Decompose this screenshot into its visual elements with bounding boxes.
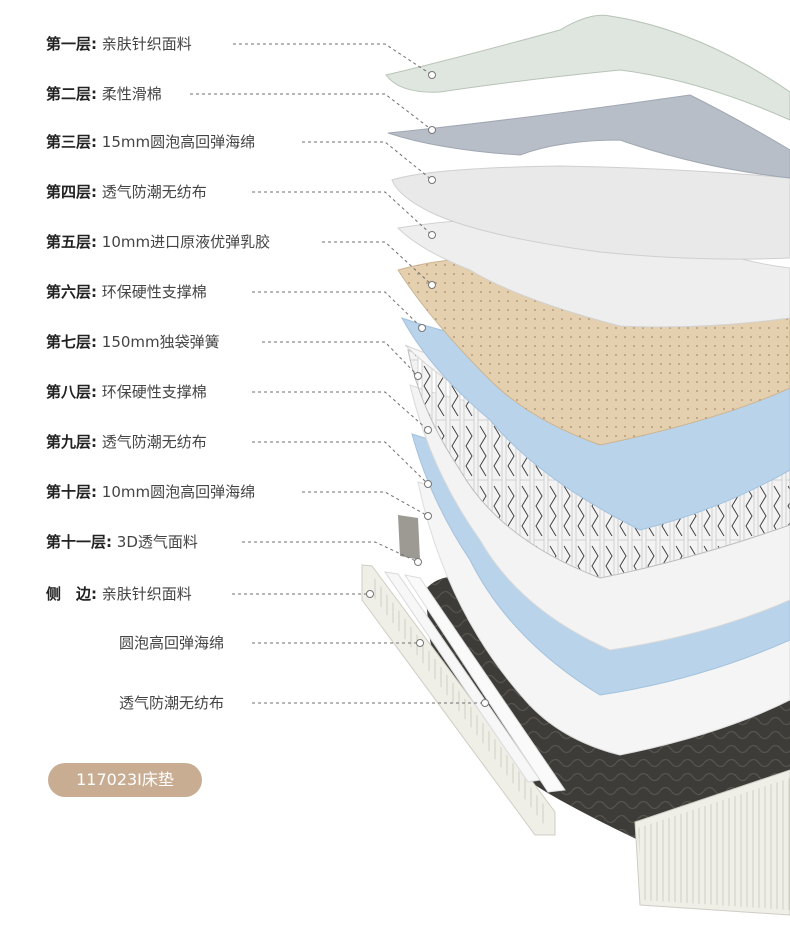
layer-label: 侧 边: 亲肤针织面料 xyxy=(46,584,192,604)
side-material: 透气防潮无纺布 xyxy=(119,694,225,712)
layer-material: 透气防潮无纺布 xyxy=(101,433,207,451)
layer-name: 第七层: xyxy=(46,333,97,351)
side-material: 圆泡高回弹海绵 xyxy=(119,634,225,652)
layer-label: 第十层: 10mm圆泡高回弹海绵 xyxy=(46,482,255,502)
layer-material: 亲肤针织面料 xyxy=(101,585,192,603)
layer-material: 环保硬性支撑棉 xyxy=(101,383,207,401)
layer-material: 亲肤针织面料 xyxy=(101,35,192,53)
layer-name: 第十层: xyxy=(46,483,97,501)
layer-2-soft-cotton xyxy=(387,94,790,179)
layer-name: 第二层: xyxy=(46,85,97,103)
layer-label: 第一层: 亲肤针织面料 xyxy=(46,34,192,54)
layer-label: 第二层: 柔性滑棉 xyxy=(46,84,162,104)
layer-label: 第七层: 150mm独袋弹簧 xyxy=(46,332,220,352)
layer-label: 第六层: 环保硬性支撑棉 xyxy=(46,282,207,302)
layer-label: 第十一层: 3D透气面料 xyxy=(46,532,198,552)
layer-material: 150mm独袋弹簧 xyxy=(101,333,220,351)
layer-material: 环保硬性支撑棉 xyxy=(101,283,207,301)
layer-material: 10mm圆泡高回弹海绵 xyxy=(101,483,256,501)
layer-name: 第三层: xyxy=(46,133,97,151)
layer-material: 透气防潮无纺布 xyxy=(101,183,207,201)
layer-name: 第十一层: xyxy=(46,533,112,551)
layer-material: 柔性滑棉 xyxy=(101,85,162,103)
layer-label: 第三层: 15mm圆泡高回弹海绵 xyxy=(46,132,255,152)
layer-name: 第一层: xyxy=(46,35,97,53)
layer-name: 第八层: xyxy=(46,383,97,401)
layer-label: 第五层: 10mm进口原液优弹乳胶 xyxy=(46,232,270,252)
layer-name: 侧 边: xyxy=(46,585,97,603)
layer-material: 3D透气面料 xyxy=(116,533,198,551)
product-badge: 117023I床垫 xyxy=(48,763,202,797)
layer-label: 第四层: 透气防潮无纺布 xyxy=(46,182,207,202)
layer-1-knit-fabric xyxy=(385,14,790,121)
layer-name: 第六层: xyxy=(46,283,97,301)
layer-name: 第九层: xyxy=(46,433,97,451)
layer-3-foam xyxy=(391,165,790,260)
layer-material: 10mm进口原液优弹乳胶 xyxy=(101,233,271,251)
layer-label: 第九层: 透气防潮无纺布 xyxy=(46,432,207,452)
layer-material: 15mm圆泡高回弹海绵 xyxy=(101,133,256,151)
layer-name: 第五层: xyxy=(46,233,97,251)
layer-name: 第四层: xyxy=(46,183,97,201)
side-panel-top-rail xyxy=(398,515,420,560)
layer-label: 第八层: 环保硬性支撑棉 xyxy=(46,382,207,402)
side-panel-nonwoven xyxy=(403,574,566,793)
